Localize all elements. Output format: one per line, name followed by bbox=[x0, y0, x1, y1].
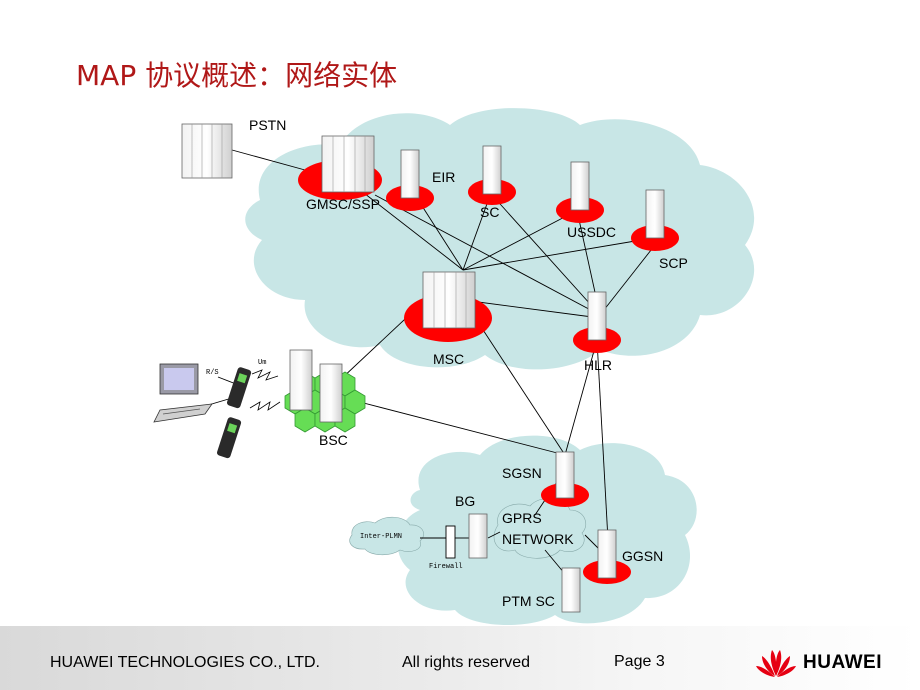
label-eir: EIR bbox=[432, 169, 455, 185]
label-scp: SCP bbox=[659, 255, 688, 271]
label-bg: BG bbox=[455, 493, 475, 509]
footer-logo-text: HUAWEI bbox=[803, 652, 882, 673]
label-hlr: HLR bbox=[584, 357, 612, 373]
label-rs: R/S bbox=[206, 369, 219, 377]
ussdc-node-icon bbox=[556, 161, 604, 223]
label-sc: SC bbox=[480, 204, 499, 220]
label-inter-plmn: Inter-PLMN bbox=[360, 533, 402, 541]
label-bsc: BSC bbox=[319, 432, 348, 448]
eir-node-icon bbox=[386, 149, 434, 211]
inter-plmn-cloud bbox=[349, 516, 424, 556]
page-number: Page 3 bbox=[614, 653, 665, 670]
label-msc: MSC bbox=[433, 351, 464, 367]
sc-node-icon bbox=[468, 145, 516, 205]
mobile-phone-icon bbox=[216, 367, 252, 459]
ptmsc-node-icon bbox=[561, 567, 581, 613]
gmsc-node-icon bbox=[298, 135, 382, 200]
label-pstn: PSTN bbox=[249, 117, 286, 133]
label-ggsn: GGSN bbox=[622, 548, 663, 564]
ggsn-node-icon bbox=[583, 529, 631, 584]
bg-node-icon bbox=[468, 513, 488, 559]
label-ussdc: USSDC bbox=[567, 224, 616, 240]
gprs-network-cloud bbox=[493, 498, 586, 559]
footer-rights: All rights reserved bbox=[402, 654, 531, 671]
label-um: Um bbox=[258, 359, 266, 367]
slide-title: MAP 协议概述：网络实体 bbox=[76, 59, 398, 92]
label-ptmsc: PTM SC bbox=[502, 593, 555, 609]
msc-node-icon bbox=[404, 271, 492, 342]
label-firewall: Firewall bbox=[429, 563, 463, 571]
laptop-icon bbox=[153, 363, 213, 423]
label-gprs-network-line1: GPRS bbox=[502, 510, 542, 526]
huawei-logo-icon bbox=[756, 650, 796, 677]
radio-link-icon bbox=[249, 369, 281, 411]
label-gmsc: GMSC/SSP bbox=[306, 196, 380, 212]
footer-bar: HUAWEI TECHNOLOGIES CO., LTD. All rights… bbox=[0, 626, 920, 690]
footer-company: HUAWEI TECHNOLOGIES CO., LTD. bbox=[50, 654, 320, 671]
label-gprs-network-line2: NETWORK bbox=[502, 531, 574, 547]
network-diagram: PSTN GMSC/SSP EIR SC USSDC SCP MSC HLR B… bbox=[153, 108, 755, 626]
sgsn-node-icon bbox=[541, 451, 589, 507]
firewall-icon bbox=[445, 525, 456, 559]
label-sgsn: SGSN bbox=[502, 465, 542, 481]
hlr-node-icon bbox=[573, 291, 621, 353]
bsc-node-icon bbox=[284, 349, 366, 433]
scp-node-icon bbox=[631, 189, 679, 251]
pstn-node-icon bbox=[181, 123, 233, 179]
